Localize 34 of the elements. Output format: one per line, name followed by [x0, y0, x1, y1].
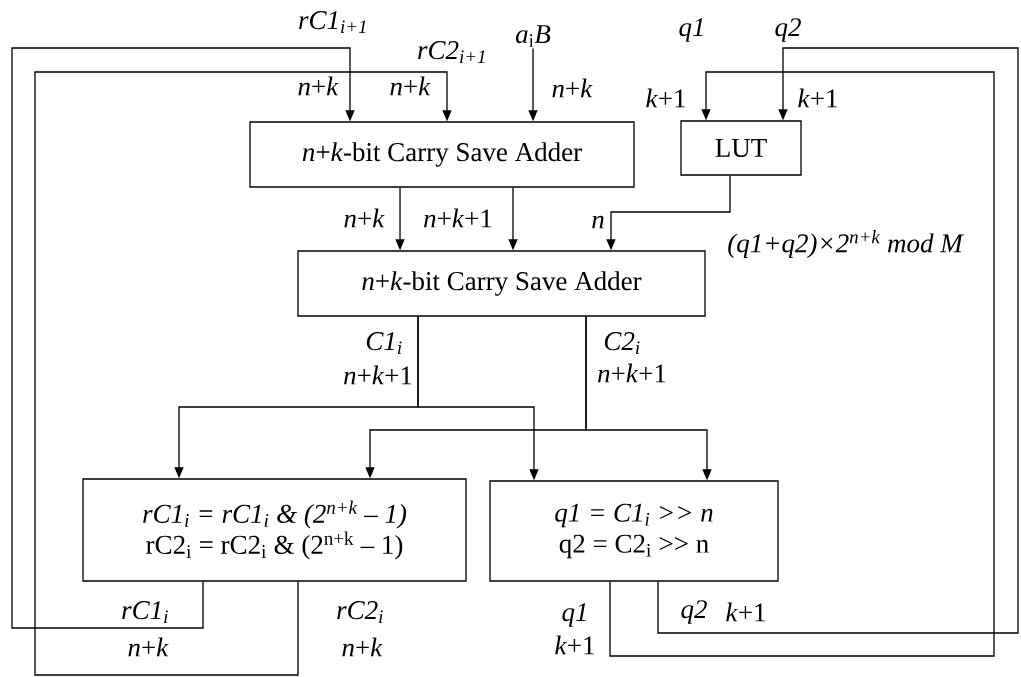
edge-label: k+1	[646, 88, 685, 108]
edge-label: n+k+1	[424, 208, 492, 228]
mask-box: rC1$_{i}$ = rC1$_{i}$ & (2$^{n+k}$ – 1) rC2$_{i}$ = rC2$_{i}$ & (2$^{n+k}$ – 1)	[82, 478, 467, 582]
lut-box: LUT	[680, 120, 802, 176]
arrow	[609, 71, 995, 657]
signal-label: q2	[775, 18, 801, 42]
signal-label: k+1	[726, 602, 765, 622]
arrow	[11, 47, 355, 629]
signal-label: q1	[679, 18, 703, 42]
edge-label: n+k	[390, 76, 431, 96]
signal-label: rC1$_{i+1}$	[299, 11, 366, 33]
edge-label: n+k	[344, 208, 385, 228]
arrow	[657, 47, 1019, 634]
edge-label: C1$_{i}$	[366, 332, 402, 354]
adder-box: n+k-bit Carry Save Adder	[297, 250, 706, 317]
signal-label: rC1$_{i}$	[122, 601, 168, 623]
edge-label: C2$_{i}$	[604, 332, 640, 354]
shift-box: q1 = C1$_{i}$ >> n q2 = C2$_{i}$ >> n	[489, 480, 779, 582]
signal-label: (q1+q2)×2$^{n+k}$ mod M	[728, 230, 964, 258]
signal-label: n+k+1	[598, 363, 666, 383]
signal-label: rC2$_{i+1}$	[418, 41, 485, 63]
signal-label: n+k+1	[344, 365, 412, 385]
input-label: a$_{i}$B	[515, 25, 551, 47]
adder-box: n+k-bit Carry Save Adder	[249, 121, 635, 188]
edge-label: n+k	[298, 76, 339, 96]
signal-label: n+k	[128, 637, 169, 657]
signal-label: n+k	[342, 637, 383, 657]
arrow	[34, 71, 452, 676]
edge-label: n+k	[552, 78, 593, 98]
signal-label: q1	[562, 603, 586, 627]
edge-label: k+1	[798, 88, 837, 108]
signal-label: q2	[681, 600, 707, 624]
signal-label: k+1	[555, 635, 594, 655]
edge-label: n	[592, 215, 604, 229]
